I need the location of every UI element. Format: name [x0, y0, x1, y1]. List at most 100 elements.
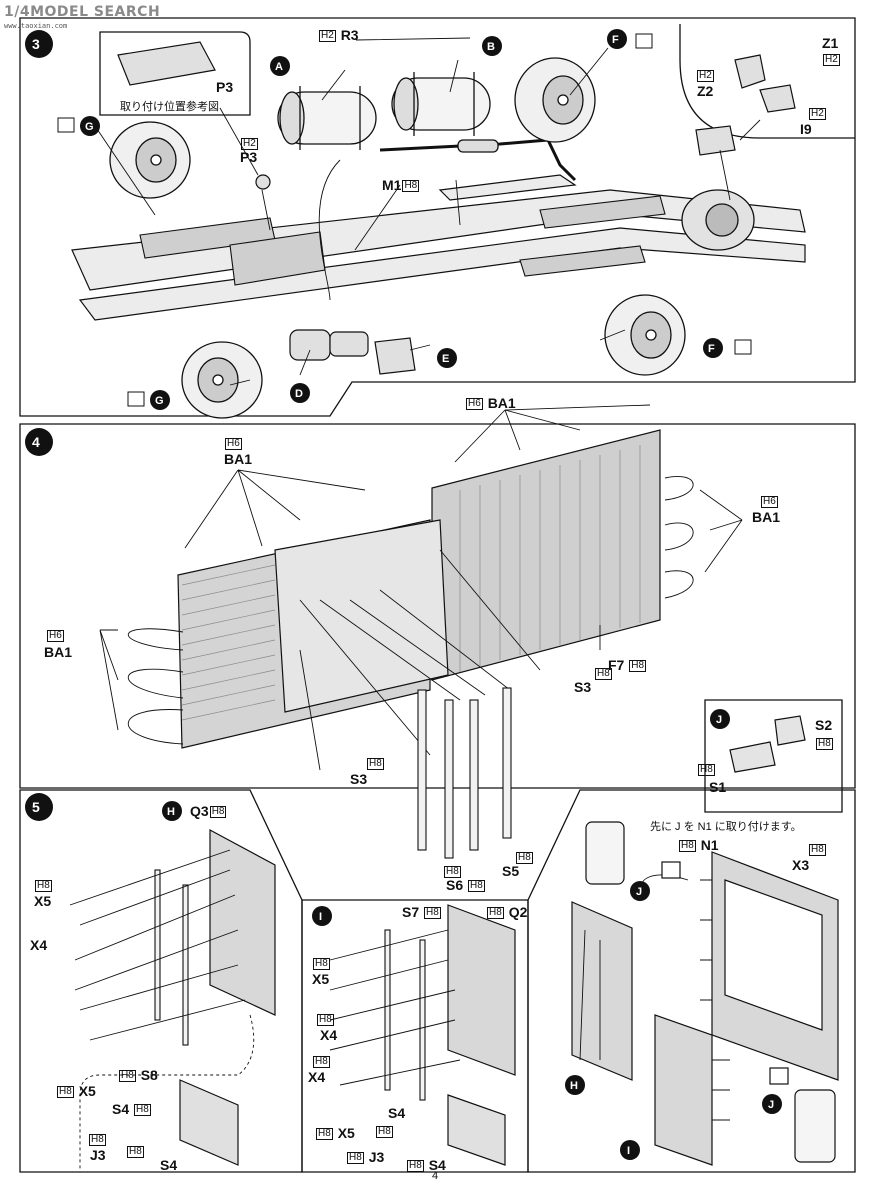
- paint-code-box: H8: [629, 660, 647, 673]
- label-s1: S1: [709, 779, 727, 795]
- label-z2-h: H2: [696, 68, 715, 83]
- label-x4-i2-h: H8: [312, 1054, 331, 1069]
- door-panel-n1: [711, 851, 839, 1081]
- paint-code-box: H6: [761, 496, 778, 509]
- label-f7: F7 H8: [608, 657, 647, 673]
- label-j3-i: H8 J3: [347, 1149, 385, 1165]
- label-x3: X3: [792, 857, 810, 873]
- part-z2: [734, 54, 766, 89]
- paint-code-box: H8: [313, 958, 330, 971]
- label-s6-name: S6 H8: [446, 877, 485, 893]
- badge-g-top: G: [85, 121, 94, 133]
- paint-code-box: H2: [241, 138, 258, 151]
- label-i9: I9: [800, 121, 812, 137]
- label-q2: H8 Q2: [487, 904, 528, 920]
- label-ba1-top: H6 BA1: [466, 395, 516, 411]
- step-3-number: 3: [32, 36, 40, 52]
- door-panel-h: [571, 901, 713, 1166]
- page-number: 4: [431, 1170, 439, 1182]
- step-j-note-frame: [527, 789, 856, 1173]
- label-ba1-right-h: H6: [760, 494, 779, 509]
- badge-h-2: H: [570, 1080, 578, 1092]
- paint-code-box: H8: [35, 880, 52, 893]
- p3-inset: [99, 31, 251, 116]
- label-x4-i: X4: [320, 1027, 338, 1043]
- paint-code-box: H8: [424, 907, 441, 920]
- label-j3-h: H8: [88, 1132, 107, 1147]
- label-s5: S5: [502, 863, 520, 879]
- label-x5-top: X5: [34, 893, 52, 909]
- part-d: [289, 329, 331, 361]
- step-badges: [25, 30, 53, 821]
- paint-code-box: H8: [367, 758, 384, 771]
- label-s4-i: S4: [388, 1105, 406, 1121]
- badge-j-2: J: [636, 886, 643, 898]
- paint-code-box: H8: [313, 1056, 330, 1069]
- label-s1-h: H8: [697, 762, 716, 777]
- paint-code-box: H2: [697, 70, 714, 83]
- label-s2-h: H8: [815, 736, 834, 751]
- p3-ref-detail: [117, 41, 216, 86]
- label-s4-b: S4: [160, 1157, 178, 1173]
- label-z1-h: H2: [822, 52, 841, 67]
- p3-ref-note: 取り付け位置参考図: [120, 101, 219, 113]
- label-x4-i-h: H8: [316, 1012, 335, 1027]
- label-ba1-left: BA1: [224, 451, 253, 467]
- z-inset-curve: [679, 24, 855, 139]
- part-z1-mount: [695, 125, 736, 156]
- label-x4: X4: [30, 937, 48, 953]
- label-z1: Z1: [822, 35, 839, 51]
- label-s2: S2: [815, 717, 833, 733]
- part-e: [374, 337, 416, 375]
- rotate-icons: [661, 861, 789, 1085]
- step3-leaders: [94, 37, 761, 386]
- label-s3-left: S3: [350, 771, 368, 787]
- part-p3: [255, 174, 271, 190]
- step-5-number: 5: [32, 799, 40, 815]
- label-s6: H8: [443, 864, 462, 879]
- step3-frame: [19, 17, 856, 417]
- step4-bars: [417, 687, 512, 859]
- paint-code-box: H8: [119, 1070, 136, 1083]
- fuel-tanks: [277, 72, 491, 150]
- paint-code-box: H8: [444, 866, 461, 879]
- label-z2: Z2: [697, 83, 714, 99]
- paint-code-box: H8: [595, 668, 612, 681]
- exhaust-pipe: [379, 138, 577, 182]
- label-ba1-side: BA1: [44, 644, 73, 660]
- rods: [154, 869, 426, 1101]
- axle-springs: [139, 195, 666, 286]
- cement-icons: [57, 33, 752, 407]
- paint-code-box: H8: [468, 880, 485, 893]
- body-ribs: [181, 445, 641, 721]
- label-x3-h: H8: [808, 842, 827, 857]
- h-box: H2: [319, 30, 336, 43]
- paint-code-box: H6: [466, 398, 483, 411]
- door-panel-q2: [447, 904, 516, 1166]
- paint-code-box: H8: [57, 1086, 74, 1099]
- watermark: 1/4MODEL SEARCH: [4, 4, 161, 20]
- paint-code-box: H8: [816, 738, 833, 751]
- paint-code-box: H8: [347, 1152, 364, 1165]
- label-x5-i: X5: [312, 971, 330, 987]
- paint-code-box: H2: [823, 54, 840, 67]
- badge-i-2: I: [627, 1145, 631, 1157]
- step4-leaders: [99, 404, 743, 771]
- label-j3: J3: [90, 1147, 106, 1163]
- part-i9: [759, 84, 796, 113]
- badge-i: I: [319, 911, 323, 923]
- door-panel-q3: [179, 828, 276, 1166]
- badge-h: H: [167, 806, 175, 818]
- j-detail-parts: [729, 715, 806, 773]
- badge-f-top: F: [612, 34, 619, 46]
- label-s5-h: H8: [515, 850, 534, 865]
- label-p3: H2: [240, 136, 259, 151]
- paint-code-box: H8: [679, 840, 696, 853]
- sub-badges: [80, 29, 782, 1160]
- label-s3-right: S3: [574, 679, 592, 695]
- label-ba1-side-h: H6: [46, 628, 65, 643]
- label-s3-left-h: H8: [366, 756, 385, 771]
